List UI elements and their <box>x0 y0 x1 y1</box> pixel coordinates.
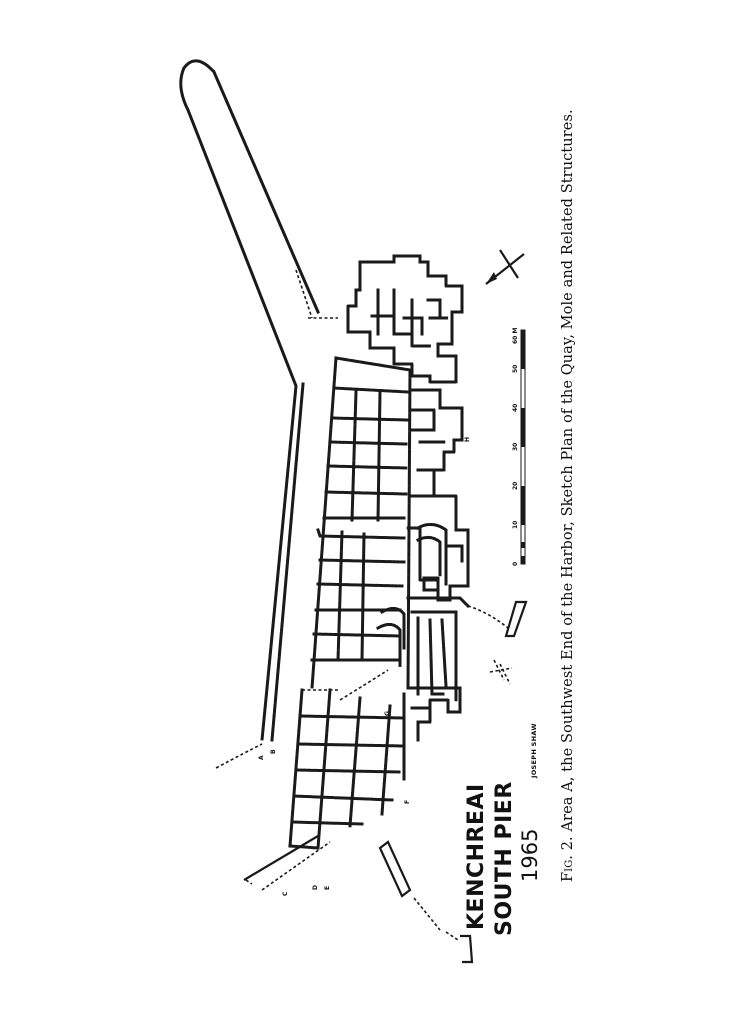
scale-tick-0: 0 <box>512 561 519 566</box>
plan-label-f: F <box>404 799 411 804</box>
scale-tick-30: 30 <box>512 442 519 451</box>
figure-caption: Fig. 2. Area A, the Southwest End of the… <box>560 109 576 882</box>
plan-label-a: A <box>258 755 265 760</box>
quay-line <box>215 689 340 891</box>
central-complex <box>406 388 470 602</box>
plan-label-d: D <box>312 885 319 890</box>
plan-label-b: B <box>270 749 277 754</box>
plan-label-g: G <box>384 711 391 716</box>
scale-tick-40: 40 <box>512 403 519 412</box>
north-arrow-icon <box>485 249 525 285</box>
scale-tick-50: 50 <box>512 364 519 373</box>
plan-label-c: C <box>282 891 289 896</box>
caption-figure-number: Fig. 2. <box>560 836 576 882</box>
scale-tick-60: 60 M <box>512 327 519 344</box>
scale-tick-20: 20 <box>512 481 519 490</box>
title-line-1: KENCHREAI <box>464 783 489 930</box>
northeast-complex <box>346 254 464 384</box>
plan-label-e: E <box>324 885 331 890</box>
caption-text: Area A, the Southwest End of the Harbor,… <box>560 109 576 832</box>
fragments <box>245 840 474 964</box>
title-year: 1965 <box>518 828 542 882</box>
scale-bar <box>520 329 526 565</box>
southern-grid <box>288 688 406 850</box>
draftsman-credit: JOSEPH SHAW <box>530 723 538 778</box>
south-complex <box>339 596 528 742</box>
scale-tick-10: 10 <box>512 520 519 529</box>
warehouse-grid <box>310 356 412 690</box>
plan-label-h: H <box>464 436 471 442</box>
mole <box>179 59 338 742</box>
title-line-2: SOUTH PIER <box>492 781 517 936</box>
